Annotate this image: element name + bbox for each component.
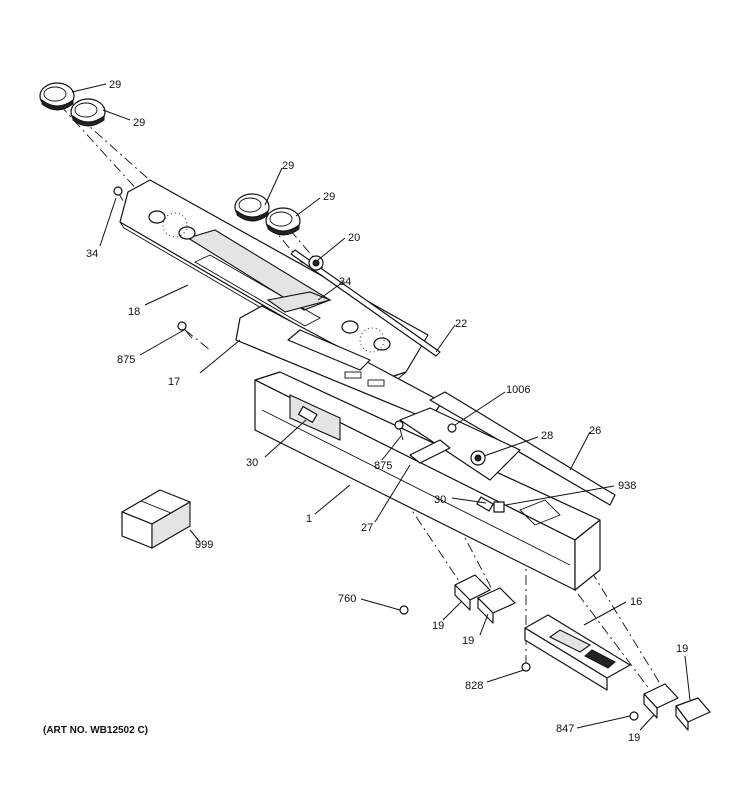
callout-938: 938 — [618, 480, 636, 492]
screw-875-a — [177, 321, 193, 339]
control-board-16 — [524, 614, 631, 691]
callout-847: 847 — [556, 723, 574, 735]
callout-29: 29 — [109, 79, 121, 91]
callout-22: 22 — [455, 318, 467, 330]
screw-760 — [399, 605, 409, 615]
screw-828 — [521, 662, 531, 672]
knob-29-c — [234, 193, 270, 222]
callout-29: 29 — [133, 117, 145, 129]
knob-29-b — [70, 98, 106, 127]
switch-19-d — [675, 697, 711, 731]
screw-847 — [629, 711, 639, 721]
callout-17: 17 — [168, 376, 180, 388]
knob-29-a — [39, 82, 75, 111]
callout-20: 20 — [348, 232, 360, 244]
callout-labels: 29 29 34 29 29 20 18 34 22 875 17 1006 2… — [86, 79, 688, 744]
control-panel-18 — [119, 179, 429, 385]
callout-34: 34 — [339, 276, 351, 288]
callout-999: 999 — [195, 539, 213, 551]
package-999 — [121, 489, 191, 549]
callout-828: 828 — [465, 680, 483, 692]
callout-30: 30 — [434, 494, 446, 506]
callout-1006: 1006 — [506, 384, 530, 396]
clip-938 — [493, 501, 505, 513]
bracket-1006 — [399, 407, 521, 481]
callout-875: 875 — [374, 460, 392, 472]
switch-30-b — [476, 496, 494, 512]
callout-19: 19 — [628, 732, 640, 744]
switch-30-a — [297, 405, 318, 423]
switch-19-b — [477, 587, 516, 624]
callout-19: 19 — [676, 643, 688, 655]
callout-16: 16 — [630, 596, 642, 608]
callout-1: 1 — [306, 513, 312, 525]
trim-strip-22 — [290, 249, 441, 357]
callout-29: 29 — [323, 191, 335, 203]
callout-760: 760 — [338, 593, 356, 605]
knob-stem-20 — [308, 255, 324, 271]
callout-34: 34 — [86, 248, 98, 260]
console-frame-17 — [235, 291, 443, 421]
knob-29-d — [265, 207, 301, 236]
callout-875: 875 — [117, 354, 135, 366]
callout-27: 27 — [361, 522, 373, 534]
bracket-27 — [409, 439, 451, 464]
rear-panel-26 — [429, 391, 616, 506]
callout-28: 28 — [541, 430, 553, 442]
art-number: (ART NO. WB12502 C) — [43, 725, 148, 736]
pin-34-a — [113, 186, 123, 196]
callout-18: 18 — [128, 306, 140, 318]
switch-19-c — [643, 683, 679, 719]
leader-lines — [71, 83, 691, 731]
knob-28 — [470, 450, 486, 466]
callout-29: 29 — [282, 160, 294, 172]
screw-875-b — [394, 420, 404, 441]
switch-19-a — [454, 574, 491, 611]
callout-30: 30 — [246, 457, 258, 469]
callout-19: 19 — [432, 620, 444, 632]
callout-26: 26 — [589, 425, 601, 437]
callout-19: 19 — [462, 635, 474, 647]
